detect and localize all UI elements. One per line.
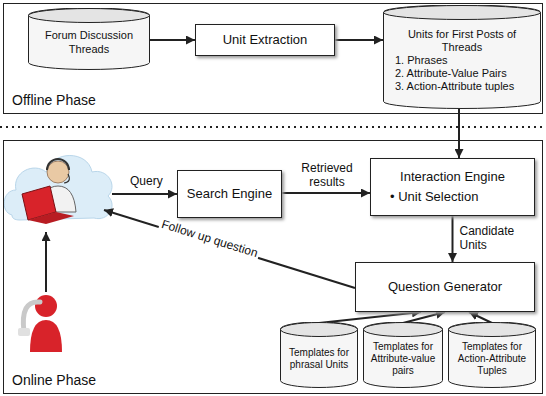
flow-arrow — [403, 312, 445, 323]
edge-label: Candidate Units — [459, 225, 533, 253]
node-title: Templates for phrasal Units — [284, 347, 354, 371]
caller-illustration — [18, 295, 62, 352]
phase-label: Offline Phase — [12, 92, 96, 108]
agent-illustration — [4, 156, 112, 225]
cylinder-body — [281, 322, 358, 387]
phase-separator — [0, 126, 546, 128]
node-title: Forum Discussion Threads — [32, 29, 146, 55]
cylinder-top — [449, 323, 536, 337]
node-content: Interaction Engine • Unit Selection — [371, 159, 534, 215]
node-content: Units for First Posts of Threads1. Phras… — [383, 5, 541, 109]
node-content: Templates for Attribute-value pairs — [363, 322, 443, 388]
node-title: Units for First Posts of Threads — [387, 28, 537, 54]
node-title: Search Engine — [187, 186, 272, 202]
flow-arrow — [469, 312, 492, 323]
node-content: Unit Extraction — [196, 25, 334, 55]
flow-arrow — [458, 109, 460, 158]
node-title: Templates for Action-Attribute Tuples — [452, 341, 532, 377]
flow-label: Query — [128, 174, 165, 188]
node-content: Templates for phrasal Units — [280, 322, 358, 388]
process-box: Question Generator — [355, 262, 535, 312]
cylinder-body — [384, 5, 541, 108]
process-box: Search Engine — [177, 170, 282, 218]
node-title: Question Generator — [388, 279, 502, 295]
node-content: Search Engine — [178, 171, 281, 217]
node-content: Question Generator — [356, 263, 534, 311]
phase-label: Online Phase — [12, 372, 96, 388]
template-store: Templates for phrasal Units — [280, 322, 358, 388]
cylinder-top — [29, 9, 150, 23]
query-arrow — [112, 193, 177, 195]
flow-arrow — [150, 39, 195, 41]
list-item: • Unit Selection — [376, 189, 478, 205]
phase-panel: Offline Phase Forum Discussion Threads Uni… — [3, 3, 543, 114]
list-item: 1. Phrases — [387, 54, 448, 67]
cylinder-top — [364, 323, 443, 337]
data-store: Units for First Posts of Threads1. Phras… — [383, 5, 541, 109]
data-store: Forum Discussion Threads — [28, 8, 150, 70]
process-box: Interaction Engine • Unit Selection — [370, 158, 535, 216]
flow-arrow — [282, 192, 370, 194]
node-title: Templates for Attribute-value pairs — [367, 341, 439, 377]
node-title: Unit Extraction — [223, 32, 308, 48]
phase-panel: Online Phase Search Engine Interaction Eng… — [3, 140, 543, 394]
follow-up-arrow — [104, 210, 355, 288]
cylinder-body — [449, 322, 536, 387]
list-item: 3. Action-Attribute tuples — [387, 80, 514, 93]
process-box: Unit Extraction — [195, 24, 335, 56]
cylinder-body — [29, 8, 150, 69]
cylinder-top — [281, 323, 358, 337]
node-content: Forum Discussion Threads — [28, 8, 150, 70]
cylinder-body — [364, 322, 443, 388]
list-item: 2. Attribute-Value Pairs — [387, 67, 507, 80]
edge-label: Retrieved results — [287, 162, 367, 190]
template-store: Templates for Action-Attribute Tuples — [448, 322, 536, 388]
node-content: Templates for Action-Attribute Tuples — [448, 322, 536, 388]
flow-label: Follow up question — [158, 216, 262, 260]
flow-arrow — [335, 39, 383, 41]
cylinder-top — [384, 6, 541, 20]
node-title: Interaction Engine — [400, 169, 505, 185]
call-arrow — [45, 232, 47, 292]
template-store: Templates for Attribute-value pairs — [363, 322, 443, 388]
flow-arrow — [452, 216, 454, 262]
